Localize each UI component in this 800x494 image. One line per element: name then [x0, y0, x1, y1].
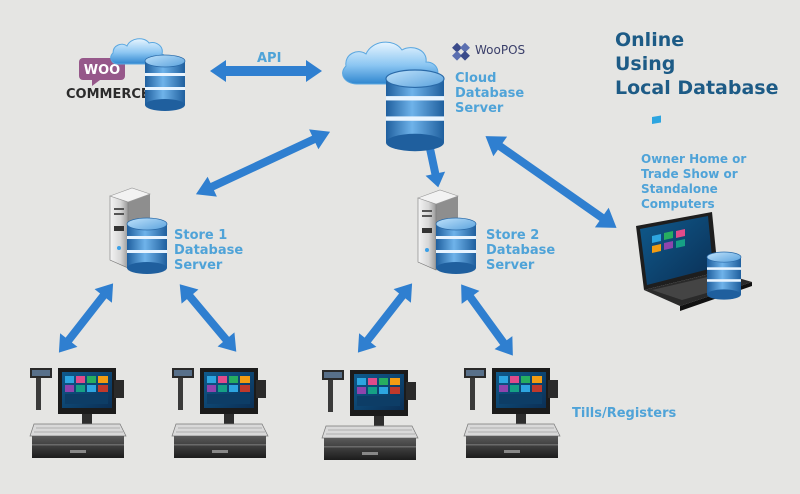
pos-terminal-icon-2 [171, 367, 269, 459]
woocommerce-logo-icon: WOO COMMERCE [66, 58, 150, 102]
pos-terminal-icon-1 [29, 367, 127, 459]
store1-till1-arrow [58, 283, 114, 353]
store2-till4-arrow [461, 284, 513, 356]
cloud-server-line-1: Cloud [455, 71, 497, 86]
api-arrow [210, 60, 322, 82]
store1-line-2: Database [174, 243, 244, 258]
store1-line-1: Store 1 [174, 228, 228, 243]
laptop-database-icon [706, 251, 742, 300]
owner-line-2: Trade Show or [641, 167, 738, 181]
woo-database-icon [144, 54, 186, 112]
store2-line-2: Database [486, 243, 556, 258]
store1-label: Store 1 Database Server [174, 228, 243, 273]
title-line-3: Local Database [615, 77, 779, 99]
store1-till2-arrow [179, 284, 237, 352]
woopos-label: WooPOS [475, 43, 525, 57]
cloud-store1-arrow [195, 129, 331, 197]
cloud-server-line-3: Server [455, 101, 504, 116]
diagram-title: Online Using Local Database [615, 28, 779, 100]
pos-terminal-icon-3 [321, 369, 419, 461]
cloud-server-label: Cloud Database Server [455, 71, 524, 116]
woo-badge-text: WOO [84, 63, 120, 78]
api-label: API [257, 51, 282, 66]
woopos-logo-icon [452, 42, 470, 61]
store2-line-1: Store 2 [486, 228, 540, 243]
store1-database-icon [126, 217, 168, 275]
tills-label: Tills/Registers [572, 406, 677, 421]
pos-terminal-icon-4 [463, 367, 561, 459]
cloud-laptop-arrow [485, 136, 617, 228]
cloud-server-line-2: Database [455, 86, 525, 101]
title-line-1: Online [615, 29, 685, 51]
store2-line-3: Server [486, 258, 535, 273]
owner-label: Owner Home or Trade Show or Standalone C… [641, 152, 746, 212]
store2-database-icon [435, 217, 477, 275]
owner-line-3: Standalone [641, 182, 718, 196]
store2-till3-arrow [357, 283, 413, 353]
double-arrow-icon [58, 60, 617, 356]
owner-line-1: Owner Home or [641, 152, 747, 166]
store2-label: Store 2 Database Server [486, 228, 555, 273]
title-line-2: Using [615, 53, 676, 75]
woo-commerce-text: COMMERCE [66, 87, 150, 102]
owner-line-4: Computers [641, 197, 715, 211]
store1-line-3: Server [174, 258, 223, 273]
cloud-database-icon [385, 69, 445, 152]
